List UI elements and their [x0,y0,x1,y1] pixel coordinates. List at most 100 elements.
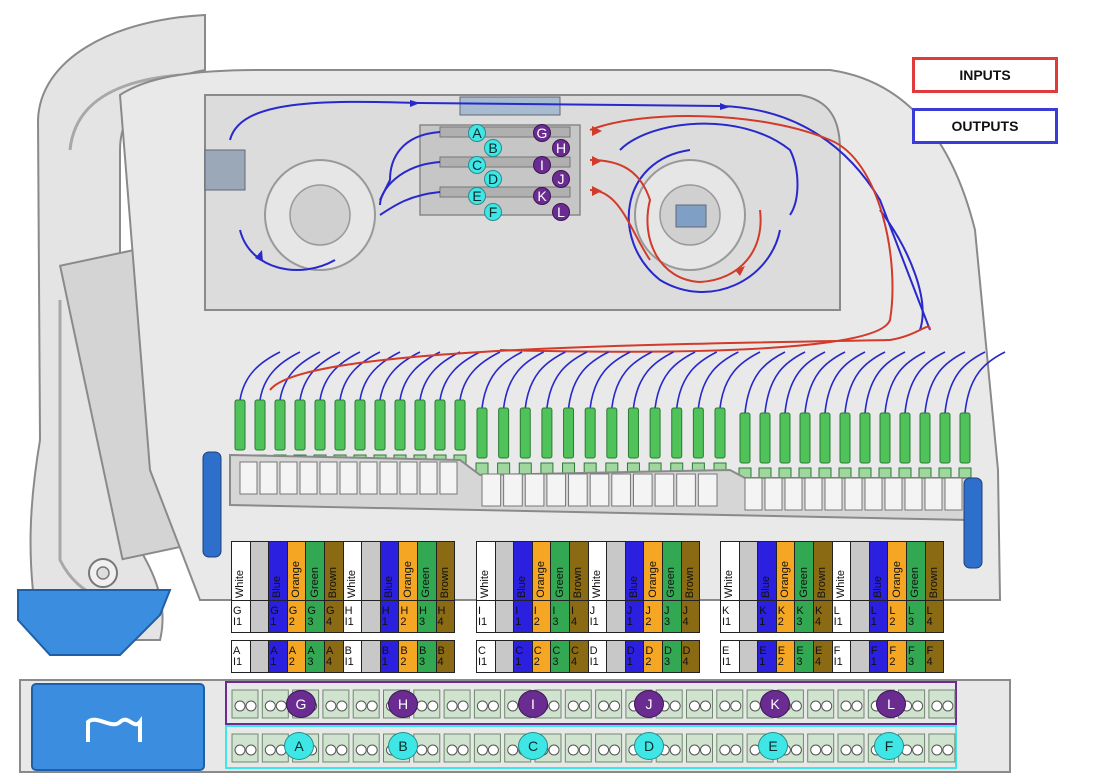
module-port-ferrule [366,700,378,712]
port-label: G I1 [233,604,243,628]
lc-connector [541,407,553,459]
port-cell: I 3 [550,600,570,633]
module-port-ferrule [487,744,499,756]
closure-blue-foot [17,589,172,656]
drop-fiber [524,351,566,409]
port-cell: K I1 [720,600,740,633]
drop-fiber [419,351,461,401]
drop-fiber [239,351,281,401]
drop-fiber [319,351,361,401]
splitter-badge-k: K [533,187,551,205]
splitter-badge-i: I [533,156,551,174]
input-arrow [592,126,602,136]
fiber-color-label: Brown [927,566,940,598]
module-port-ferrule [507,700,519,712]
group-outline-purple [225,681,957,725]
module-port-ferrule [457,744,469,756]
adapter-slot [419,461,438,495]
module-badge-k: K [760,690,790,718]
module-port-ferrule [507,744,519,756]
module-port-ferrule [810,744,822,756]
port-cell: White [720,541,740,602]
port-cell: B 1 [379,640,400,673]
port-cell: Green [550,541,570,602]
port-cell: B 2 [398,640,418,673]
port-cell: Brown [812,541,833,602]
lc-connector [919,412,931,464]
module-port-ferrule [609,744,621,756]
port-cell: G 3 [305,600,325,633]
port-label: B 4 [437,644,445,668]
drop-fiber [502,351,544,409]
port-cell: Orange [775,541,796,602]
fiber-color-label: White [834,569,847,598]
lc-connector [274,399,286,451]
adapter-slot [904,477,923,511]
lc-connector [739,412,751,464]
module-port-ferrule [669,700,681,712]
drop-fiber [654,351,696,409]
port-cell: Brown [568,541,589,602]
fiber-color-label: Blue [628,575,641,598]
lc-connector [819,412,831,464]
adapter-slot [439,461,458,495]
module-port-ferrule [810,700,822,712]
port-label: L 3 [907,604,915,628]
drop-fiber [784,351,826,414]
adapter-slot [279,461,298,495]
port-label: B 1 [381,644,390,668]
port-cell: E 2 [775,640,796,673]
drop-fiber [259,351,301,401]
module-port-ferrule [264,700,276,712]
module-port-ferrule [790,744,802,756]
module-blue-endcap [31,683,205,771]
port-cell: Brown [435,541,456,602]
group-outline-cyan [225,725,957,769]
port-cell [249,640,270,673]
port-label: F I1 [833,644,843,668]
drop-fiber [719,351,761,409]
legend-outputs: OUTPUTS [912,108,1058,144]
port-label: A 4 [325,644,334,668]
port-cell: D 1 [624,640,645,673]
port-cell [606,600,626,633]
lc-connector [899,412,911,464]
module-port-ferrule [719,700,731,712]
port-cell: B 4 [435,640,456,673]
port-cell: A 4 [323,640,344,673]
port-cell: H 4 [435,600,456,633]
port-label: G 4 [325,604,335,628]
fiber-color-label: Green [553,567,566,598]
module-port-ferrule [851,744,863,756]
lc-connector [314,399,326,451]
fiber-color-label: White [479,569,492,598]
adapter-slot [944,477,963,511]
module-port-ferrule [567,700,579,712]
fiber-color-label: Orange [535,561,548,598]
port-cell [494,600,515,633]
module-port-ferrule [234,700,246,712]
lc-connector [779,412,791,464]
lc-connector [334,399,346,451]
port-cell: Green [905,541,926,602]
input-arrow [592,156,602,166]
port-label: J 4 [682,604,689,628]
lc-connector [671,407,683,459]
lc-connector [859,412,871,464]
module-port-ferrule [275,700,287,712]
port-cell: D 2 [643,640,663,673]
fiber-color-label: Green [797,567,810,598]
port-cell: J 3 [661,600,682,633]
port-cell: White [231,541,251,602]
lc-connector [394,399,406,451]
output-arrow [255,250,263,262]
port-cell: G 2 [286,600,307,633]
adapter-slot [299,461,318,495]
lc-connector [649,407,661,459]
module-port-ferrule [931,700,943,712]
module-port-ferrule [325,700,337,712]
